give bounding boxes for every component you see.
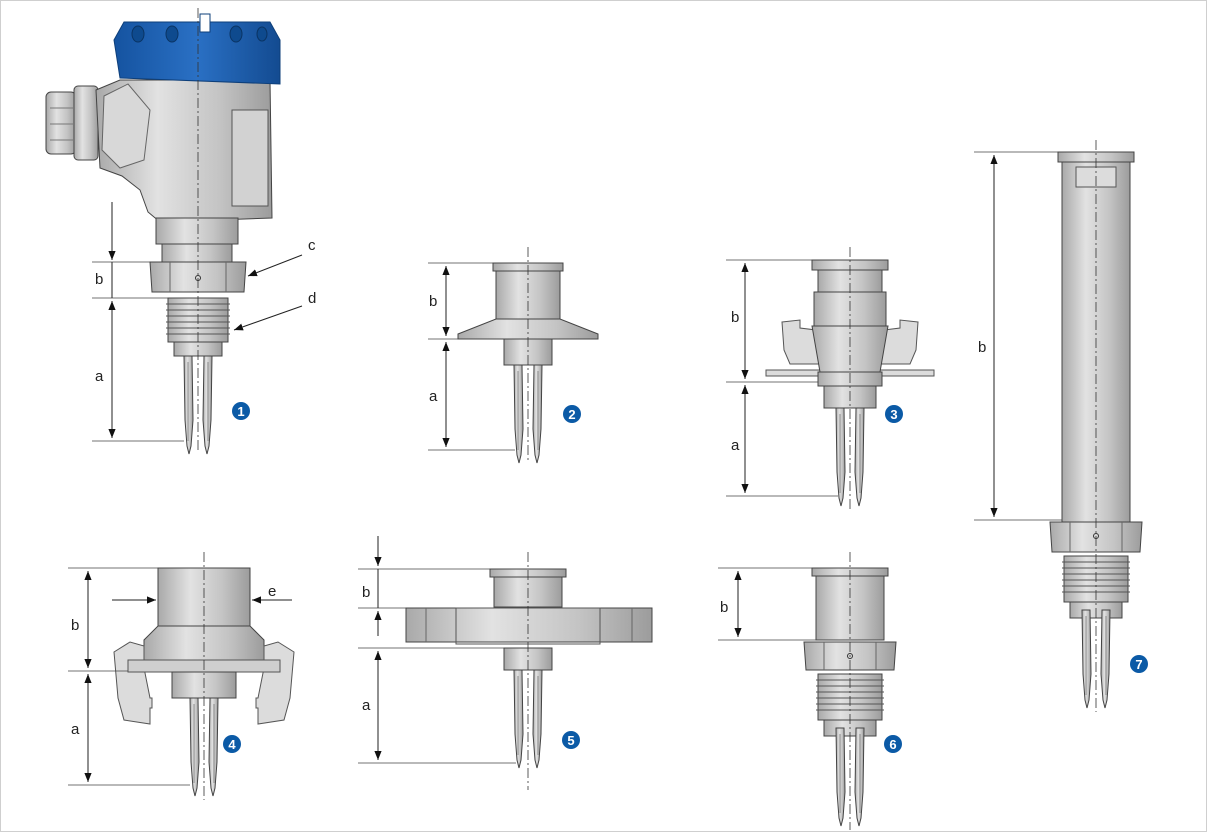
variant-badge-6 xyxy=(884,735,902,753)
callout-label-e: e xyxy=(268,583,276,600)
variant-number-2: 2 xyxy=(568,407,575,422)
variant-2-triclamp xyxy=(428,247,599,464)
variant-badge-7 xyxy=(1130,655,1148,673)
variant-badge-3 xyxy=(885,405,903,423)
dim-label-b: b xyxy=(731,309,739,326)
dim-label-b: b xyxy=(362,584,370,601)
variant-4-dairy-union xyxy=(68,552,295,800)
variant-number-6: 6 xyxy=(889,737,896,752)
variant-6-threaded xyxy=(718,552,897,830)
dim-label-a: a xyxy=(362,697,371,714)
callout-label-d: d xyxy=(308,290,316,307)
variant-1-housing-threaded xyxy=(45,8,303,455)
variant-number-5: 5 xyxy=(567,733,574,748)
dim-label-b: b xyxy=(720,599,728,616)
variant-5-flange xyxy=(358,536,653,790)
variant-badge-5 xyxy=(562,731,580,749)
dim-label-a: a xyxy=(731,437,740,454)
variant-badge-2 xyxy=(563,405,581,423)
dim-label-b: b xyxy=(95,271,103,288)
dim-label-a: a xyxy=(429,388,438,405)
variant-number-3: 3 xyxy=(890,407,897,422)
dim-label-b: b xyxy=(71,617,79,634)
variant-3-hygienic-union xyxy=(726,247,935,510)
variant-7-extended-tube xyxy=(974,140,1143,712)
dim-label-a: a xyxy=(71,721,80,738)
dim-label-a: a xyxy=(95,368,104,385)
variant-badge-4 xyxy=(223,735,241,753)
variant-number-7: 7 xyxy=(1135,657,1142,672)
dim-label-b: b xyxy=(978,339,986,356)
variant-number-1: 1 xyxy=(237,404,244,419)
callout-label-c: c xyxy=(308,237,316,254)
dim-label-b: b xyxy=(429,293,437,310)
variant-badge-1 xyxy=(232,402,250,420)
variant-number-4: 4 xyxy=(228,737,236,752)
